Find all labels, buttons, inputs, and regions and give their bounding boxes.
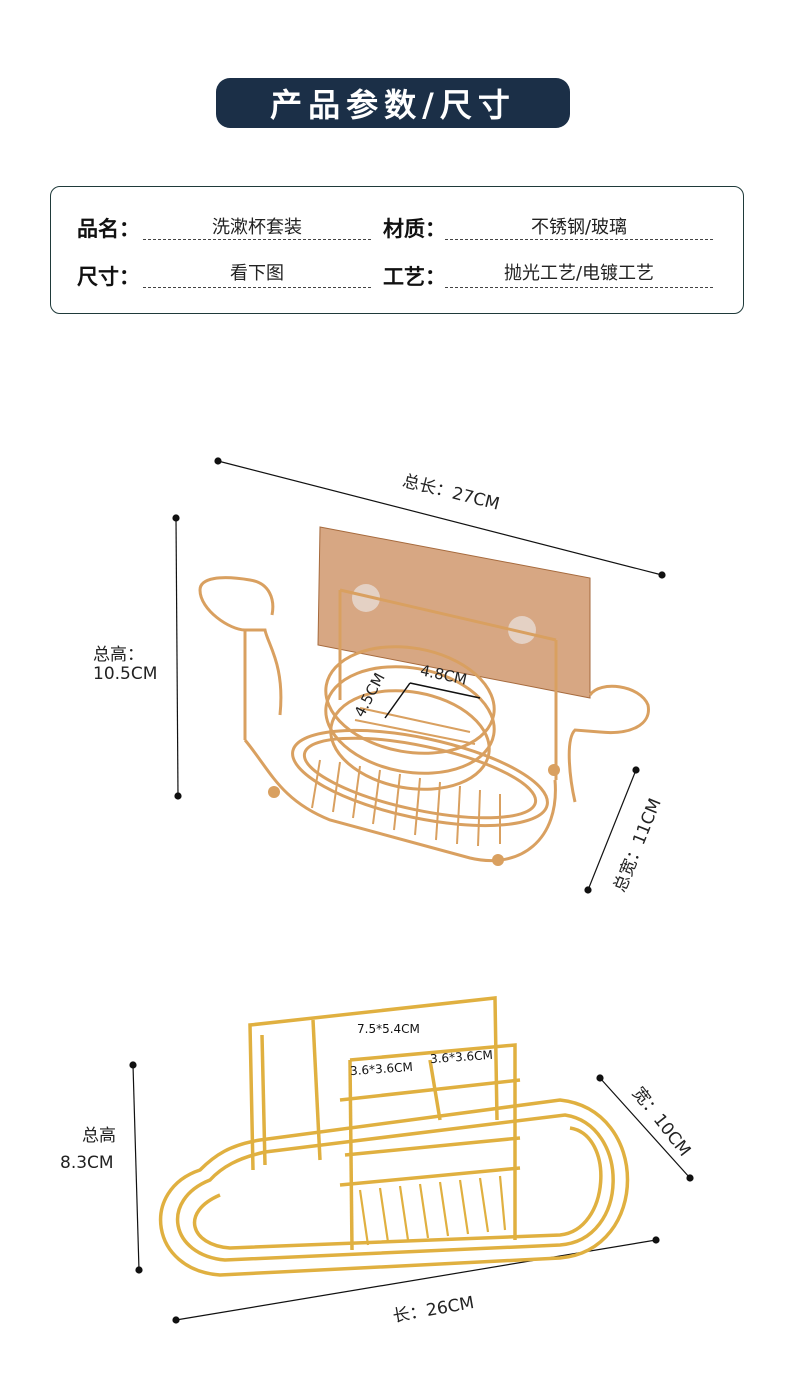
size-label: 尺寸： [77, 265, 140, 289]
page-title: 产品参数/尺寸 [216, 78, 570, 128]
product1-height-value: 10.5CM [93, 664, 158, 684]
size-value: 看下图 [230, 263, 284, 284]
size-line [143, 267, 371, 288]
name-label: 品名： [77, 217, 140, 241]
page-title-text: 产品参数/尺寸 [270, 86, 516, 124]
spec-table: 品名： 洗漱杯套装 材质： 不锈钢/玻璃 尺寸： 看下图 工艺： 抛光工艺/电镀… [50, 186, 744, 314]
product2-height-label: 总高 [82, 1126, 116, 1146]
product2-height-value: 8.3CM [60, 1153, 114, 1173]
name-value: 洗漱杯套装 [212, 217, 302, 238]
name-line [143, 219, 371, 240]
material-line [445, 219, 713, 240]
material-value: 不锈钢/玻璃 [530, 217, 628, 238]
product2-slot-big: 7.5*5.4CM [357, 1022, 420, 1036]
product-photo-tray [129, 996, 694, 1324]
craft-value: 抛光工艺/电镀工艺 [503, 263, 655, 284]
product1-height-label: 总高： [93, 645, 144, 665]
material-label: 材质： [383, 217, 446, 241]
product-photo-wall-rack [172, 457, 666, 894]
craft-label: 工艺： [383, 265, 446, 289]
craft-line [445, 267, 713, 288]
